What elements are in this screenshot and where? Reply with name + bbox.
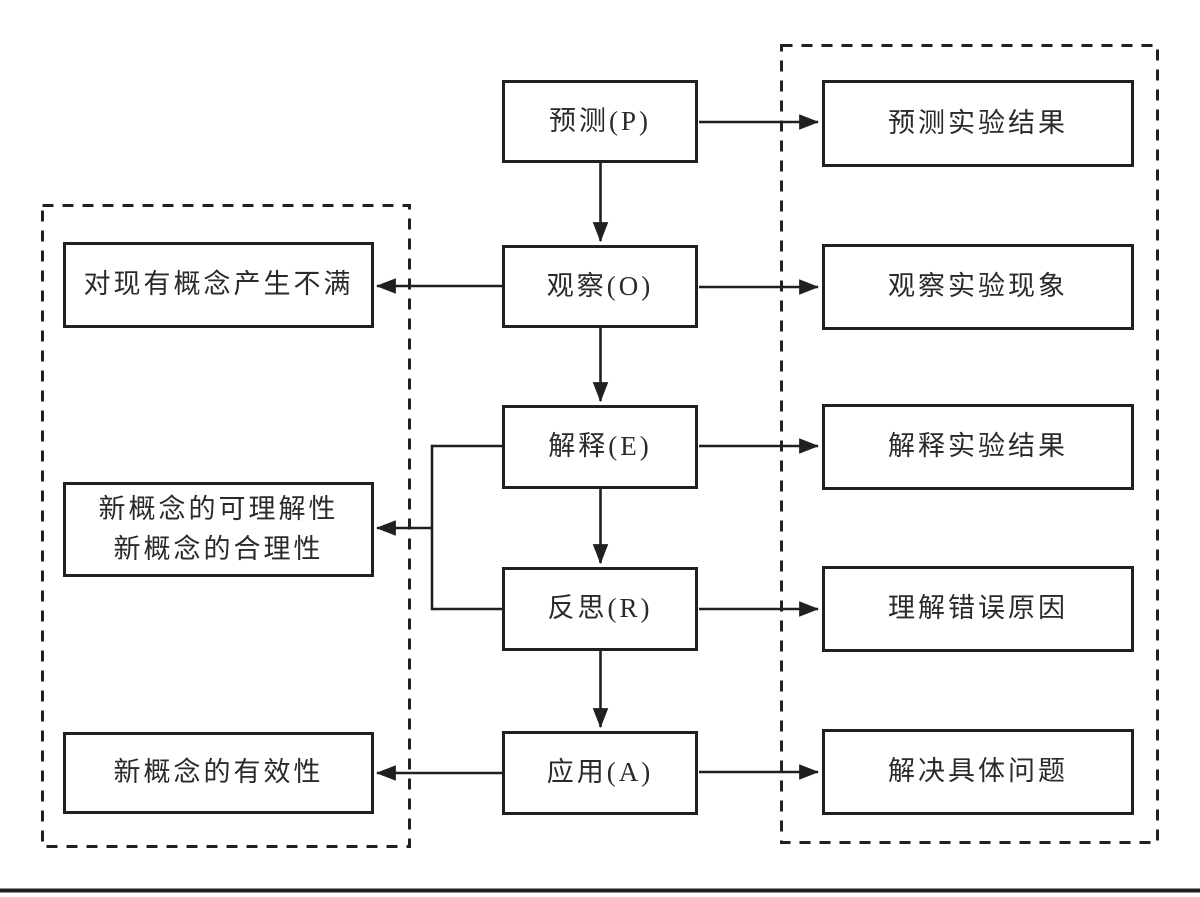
node-observe-phenom: 观察实验现象: [822, 244, 1134, 330]
node-new-concept-effective-label: 新概念的有效性: [113, 757, 324, 788]
node-understand-error-label: 理解错误原因: [888, 593, 1068, 624]
node-explain-label: 解释(E): [548, 431, 652, 462]
node-predict-label: 预测(P): [549, 105, 651, 136]
node-new-concept-effective: 新概念的有效性: [63, 732, 374, 814]
node-observe-phenom-label: 观察实验现象: [888, 271, 1068, 302]
node-predict: 预测(P): [502, 80, 698, 163]
node-dissatisfaction: 对现有概念产生不满: [63, 242, 374, 328]
explain-reflect-bracket: [375, 444, 502, 611]
node-observe: 观察(O): [502, 245, 698, 328]
node-predict-result-label: 预测实验结果: [888, 107, 1068, 138]
node-explain-result-label: 解释实验结果: [888, 431, 1068, 462]
node-explain: 解释(E): [502, 405, 698, 489]
node-observe-label: 观察(O): [546, 270, 654, 301]
node-understand-error: 理解错误原因: [822, 566, 1134, 652]
right-dashed-frame: [780, 44, 1159, 844]
node-new-concept-intelligibility-label: 新概念的可理解性: [98, 494, 339, 525]
node-apply-label: 应用(A): [546, 757, 654, 788]
node-reflect: 反思(R): [502, 567, 698, 651]
node-explain-result: 解释实验结果: [822, 404, 1134, 490]
node-new-concept-plausibility: 新概念的可理解性 新概念的合理性: [63, 482, 374, 577]
right-arrows: [699, 114, 820, 780]
left-arrows: [375, 278, 502, 781]
left-dashed-frame: [41, 204, 411, 848]
node-predict-result: 预测实验结果: [822, 80, 1134, 167]
node-new-concept-plausibility-label: 新概念的合理性: [113, 533, 324, 564]
node-apply: 应用(A): [502, 731, 698, 815]
node-reflect-label: 反思(R): [547, 593, 653, 624]
node-dissatisfaction-label: 对现有概念产生不满: [83, 269, 354, 300]
node-solve-problem: 解决具体问题: [822, 729, 1134, 815]
node-solve-problem-label: 解决具体问题: [888, 756, 1068, 787]
